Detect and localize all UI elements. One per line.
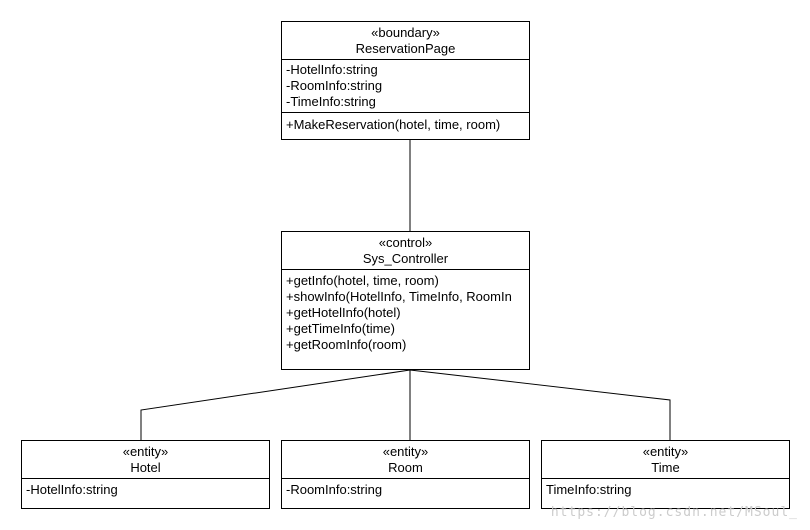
class-operation: +getRoomInfo(room): [286, 337, 407, 352]
class-attribute: -HotelInfo:string: [26, 482, 118, 497]
class-header: «boundary» ReservationPage: [282, 22, 529, 60]
class-sys-controller[interactable]: «control» Sys_Controller +getInfo(hotel,…: [281, 231, 530, 370]
class-attribute: -RoomInfo:string: [286, 482, 383, 497]
class-attribute: -HotelInfo:string: [286, 62, 378, 77]
watermark-text: https://blog.csdn.net/MSoul_: [550, 505, 798, 520]
class-name: Sys_Controller: [362, 251, 449, 266]
class-stereotype: «boundary»: [371, 25, 440, 40]
class-room[interactable]: «entity» Room -RoomInfo:string: [281, 440, 530, 509]
class-name: ReservationPage: [355, 41, 456, 56]
class-name: Time: [651, 460, 680, 475]
class-hotel[interactable]: «entity» Hotel -HotelInfo:string: [21, 440, 270, 509]
class-attributes: -RoomInfo:string: [282, 479, 529, 500]
class-operation: +showInfo(HotelInfo, TimeInfo, RoomIn: [286, 289, 512, 304]
class-operation: +MakeReservation(hotel, time, room): [286, 117, 501, 132]
association-syscontroller-time: [409, 369, 671, 441]
class-operation: +getInfo(hotel, time, room): [286, 273, 439, 288]
class-attribute: -RoomInfo:string: [286, 78, 383, 93]
class-time[interactable]: «entity» Time TimeInfo:string: [541, 440, 790, 509]
class-operations: +MakeReservation(hotel, time, room): [282, 113, 529, 135]
class-header: «entity» Time: [542, 441, 789, 479]
class-attribute: -TimeInfo:string: [286, 94, 376, 109]
class-stereotype: «control»: [378, 235, 433, 250]
class-operation: +getTimeInfo(time): [286, 321, 395, 336]
class-header: «entity» Hotel: [22, 441, 269, 479]
class-operation: +getHotelInfo(hotel): [286, 305, 401, 320]
class-stereotype: «entity»: [122, 444, 169, 459]
class-attributes: -HotelInfo:string -RoomInfo:string -Time…: [282, 60, 529, 113]
class-attribute: TimeInfo:string: [546, 482, 632, 497]
class-operations: +getInfo(hotel, time, room) +showInfo(Ho…: [282, 270, 529, 355]
class-stereotype: «entity»: [382, 444, 429, 459]
class-name: Room: [388, 460, 423, 475]
class-name: Hotel: [130, 460, 161, 475]
class-reservation-page[interactable]: «boundary» ReservationPage -HotelInfo:st…: [281, 21, 530, 140]
class-header: «control» Sys_Controller: [282, 232, 529, 270]
class-stereotype: «entity»: [642, 444, 689, 459]
class-header: «entity» Room: [282, 441, 529, 479]
class-attributes: -HotelInfo:string: [22, 479, 269, 500]
class-attributes: TimeInfo:string: [542, 479, 789, 500]
association-syscontroller-hotel: [140, 369, 411, 441]
